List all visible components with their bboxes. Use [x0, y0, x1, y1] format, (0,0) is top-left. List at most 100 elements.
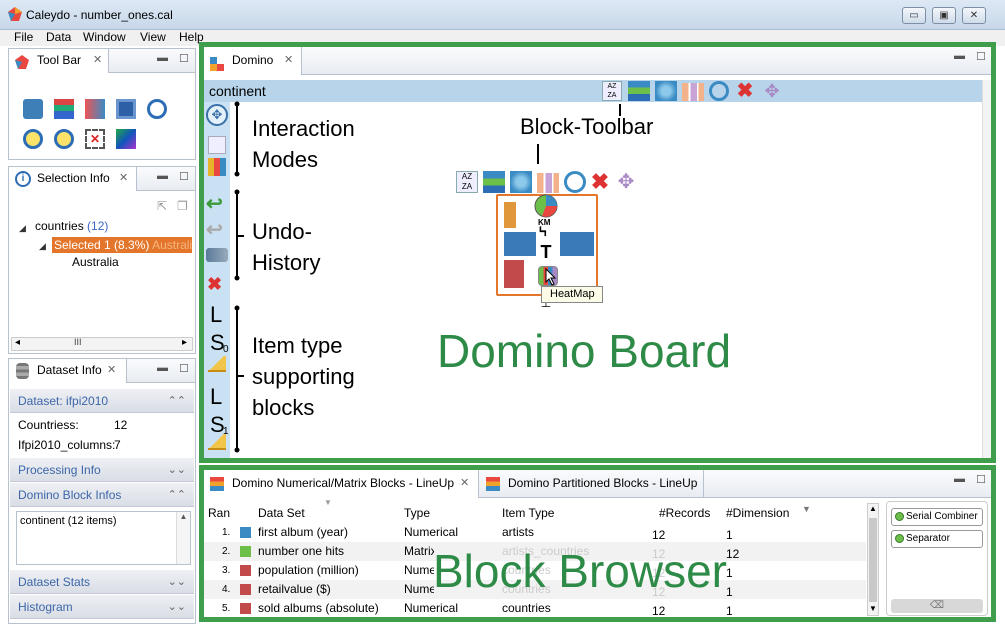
sort-icon[interactable]: ▼	[324, 498, 332, 507]
menu-help[interactable]: Help	[179, 30, 204, 44]
menu-data[interactable]: Data	[46, 30, 72, 44]
collapse-icon[interactable]: ⌃⌃	[167, 395, 186, 407]
clear-selection-icon[interactable]: ✕	[85, 129, 105, 149]
scroll-up-icon[interactable]: ▲	[869, 504, 877, 513]
redo-icon[interactable]: ↩	[206, 219, 223, 241]
close-icon[interactable]: ✕	[107, 364, 117, 376]
list-icon[interactable]	[483, 171, 505, 193]
triangle-block-icon[interactable]	[208, 356, 226, 372]
table-row[interactable]: 1. first album (year) Numerical artists …	[204, 523, 866, 542]
sort-icon[interactable]: ▼	[802, 504, 811, 514]
bar-chart-icon[interactable]	[537, 173, 559, 193]
item-type-letter[interactable]: L	[210, 384, 223, 409]
table-row[interactable]: 5. sold albums (absolute) Numerical coun…	[204, 599, 866, 616]
menu-view[interactable]: View	[140, 30, 166, 44]
zoom-out-icon[interactable]	[54, 129, 74, 149]
clear-history-icon[interactable]: ✖	[207, 274, 223, 294]
menu-file[interactable]: File	[14, 30, 34, 44]
move-icon[interactable]: ✥	[617, 171, 635, 193]
tree-child[interactable]: Australia	[72, 255, 119, 269]
search-icon[interactable]	[147, 99, 167, 119]
expand-icon[interactable]: ⌄⌄	[167, 601, 186, 613]
vertical-scrollbar[interactable]: ▲ ▼	[867, 503, 879, 616]
maximize-icon[interactable]: ☐	[976, 51, 986, 63]
list-icon[interactable]	[628, 81, 650, 101]
table-row[interactable]: 2. number one hits Matrix artists_countr…	[204, 542, 866, 561]
column-header[interactable]: Item Type	[502, 506, 555, 520]
trash-icon[interactable]: ⌫	[891, 599, 983, 613]
histogram-section-header[interactable]: Histogram⌄⌄	[10, 595, 194, 619]
minimize-icon[interactable]: ▬	[954, 50, 965, 62]
red-block[interactable]	[504, 260, 524, 288]
delete-icon[interactable]: ✖	[590, 169, 610, 194]
minimize-icon[interactable]: ▬	[954, 473, 965, 485]
tab-domino[interactable]: Domino ✕	[204, 47, 302, 75]
tab-partitioned-blocks[interactable]: Domino Partitioned Blocks - LineUp	[480, 470, 704, 498]
copy-icon[interactable]: ❐	[177, 199, 188, 213]
table-row[interactable]: 3. population (million) Numerical countr…	[204, 561, 866, 580]
tree-root[interactable]: countries (12)	[35, 219, 108, 233]
serial-combiner-button[interactable]: Serial Combiner	[891, 508, 983, 526]
matrix-block-left[interactable]	[504, 232, 536, 256]
block-info-textbox[interactable]: continent (12 items) ▲	[16, 511, 191, 565]
switch-icon[interactable]	[655, 81, 677, 101]
select-mode-icon[interactable]	[208, 136, 226, 154]
triangle-block-icon[interactable]	[208, 434, 226, 450]
item-type-letter[interactable]: S	[210, 412, 225, 437]
open-project-icon[interactable]	[23, 99, 43, 119]
tab-numerical-blocks[interactable]: Domino Numerical/Matrix Blocks - LineUp …	[204, 470, 479, 498]
expand-icon[interactable]: ⌄⌄	[167, 576, 186, 588]
zoom-icon[interactable]	[564, 171, 586, 193]
processing-section-header[interactable]: Processing Info⌄⌄	[10, 458, 194, 482]
delete-icon[interactable]: ✖	[736, 80, 754, 102]
item-type-letter[interactable]: S	[210, 330, 225, 355]
undo-icon[interactable]: ↩	[206, 193, 223, 215]
close-icon[interactable]: ✕	[93, 54, 103, 66]
zoom-in-icon[interactable]	[23, 129, 43, 149]
connect-mode-icon[interactable]	[208, 158, 226, 176]
collapse-icon[interactable]: ⌃⌃	[167, 489, 186, 501]
vertical-scrollbar[interactable]	[982, 80, 991, 458]
menu-window[interactable]: Window	[83, 30, 126, 44]
minimize-icon[interactable]: ▬	[157, 52, 168, 64]
text-icon[interactable]: T	[540, 242, 552, 262]
close-button[interactable]: ✕	[962, 7, 986, 24]
heatmap-tool-icon[interactable]	[116, 129, 136, 149]
load-data-icon[interactable]	[54, 99, 74, 119]
scroll-thumb[interactable]: III	[74, 337, 82, 347]
close-icon[interactable]: ✕	[119, 172, 129, 184]
block-infos-section-header[interactable]: Domino Block Infos⌃⌃	[10, 483, 194, 507]
domino-block[interactable]: KM┗┓ T	[496, 194, 598, 296]
bar-chart-icon[interactable]	[682, 83, 704, 101]
tab-selection-info[interactable]: i Selection Info ✕	[9, 167, 137, 191]
separator-button[interactable]: Separator	[891, 530, 983, 548]
history-icon[interactable]	[206, 248, 228, 262]
scroll-left-icon[interactable]: ◂	[15, 337, 21, 348]
scroll-thumb[interactable]	[869, 518, 877, 602]
close-icon[interactable]: ✕	[284, 54, 294, 66]
vertical-scrollbar[interactable]: ▲	[176, 512, 190, 564]
move-icon[interactable]: ✥	[764, 81, 780, 101]
maximize-icon[interactable]: ☐	[179, 363, 189, 375]
maximize-icon[interactable]: ☐	[179, 171, 189, 183]
tab-toolbar[interactable]: Tool Bar ✕	[9, 49, 109, 73]
pie-chart-icon[interactable]	[534, 194, 558, 218]
bar-block[interactable]	[504, 202, 516, 228]
maximize-button[interactable]: ▣	[932, 7, 956, 24]
dataset-section-header[interactable]: Dataset: ifpi2010⌃⌃	[10, 389, 194, 413]
export-icon[interactable]: ⇱	[157, 199, 168, 213]
minimize-button[interactable]: ▭	[902, 7, 926, 24]
scroll-down-icon[interactable]: ▼	[869, 604, 877, 613]
tree-expand-icon[interactable]: ◢	[39, 241, 46, 251]
dataset-stats-section-header[interactable]: Dataset Stats⌄⌄	[10, 570, 194, 594]
switch-icon[interactable]	[510, 171, 532, 193]
column-header[interactable]: #Records	[659, 506, 711, 520]
tree-expand-icon[interactable]: ◢	[19, 223, 26, 233]
import-icon[interactable]	[85, 99, 105, 119]
column-header[interactable]: Data Set	[258, 506, 305, 520]
column-header[interactable]: Ran	[208, 506, 231, 520]
close-icon[interactable]: ✕	[460, 477, 470, 489]
column-header[interactable]: #Dimension	[726, 506, 790, 520]
